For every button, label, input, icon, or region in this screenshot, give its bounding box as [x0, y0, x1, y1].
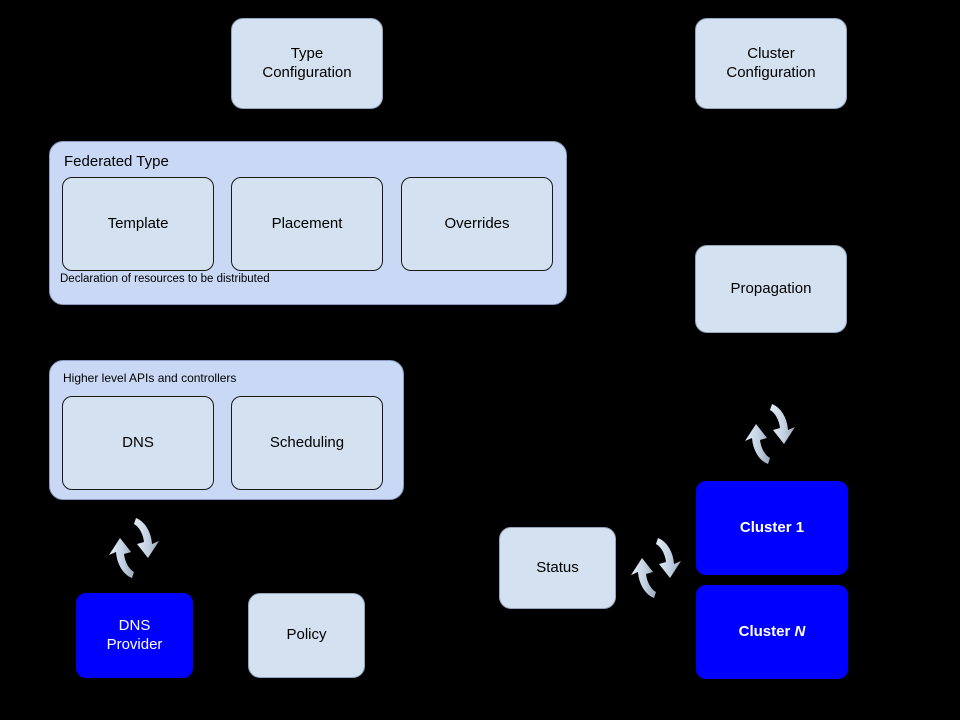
group-higher-level-apis-title: Higher level APIs and controllers [63, 371, 237, 385]
node-template[interactable]: Template [62, 177, 214, 271]
node-cluster-configuration-label: Cluster Configuration [726, 44, 816, 81]
sync-icon-dns [109, 518, 159, 578]
node-overrides-label: Overrides [444, 214, 510, 232]
node-propagation-label: Propagation [730, 279, 812, 297]
node-cluster-1-label: Cluster 1 [739, 518, 805, 536]
node-policy-label: Policy [286, 626, 327, 644]
node-placement-label: Placement [271, 214, 343, 232]
node-dns[interactable]: DNS [62, 396, 214, 490]
sync-icon-cluster [745, 404, 795, 464]
node-policy[interactable]: Policy [248, 593, 365, 678]
node-dns-provider-label: DNS Provider [106, 616, 163, 653]
node-scheduling[interactable]: Scheduling [231, 396, 383, 490]
node-type-configuration-label: Type Configuration [262, 44, 352, 81]
node-dns-label: DNS [122, 433, 154, 451]
node-cluster-configuration[interactable]: Cluster Configuration [695, 18, 847, 109]
node-placement[interactable]: Placement [231, 177, 383, 271]
sync-icon-status [631, 538, 681, 598]
node-propagation[interactable]: Propagation [695, 245, 847, 333]
group-federated-type-note: Declaration of resources to be distribut… [60, 273, 270, 285]
node-overrides[interactable]: Overrides [401, 177, 553, 271]
node-template-label: Template [107, 214, 169, 232]
node-dns-provider[interactable]: DNS Provider [76, 593, 193, 678]
node-cluster-n-label: Cluster N [738, 622, 806, 640]
group-federated-type-title: Federated Type [64, 153, 169, 170]
node-type-configuration[interactable]: Type Configuration [231, 18, 383, 109]
node-status-label: Status [536, 558, 579, 576]
node-cluster-n[interactable]: Cluster N [696, 585, 848, 679]
node-scheduling-label: Scheduling [269, 433, 345, 451]
node-cluster-1[interactable]: Cluster 1 [696, 481, 848, 575]
node-status[interactable]: Status [499, 527, 616, 609]
